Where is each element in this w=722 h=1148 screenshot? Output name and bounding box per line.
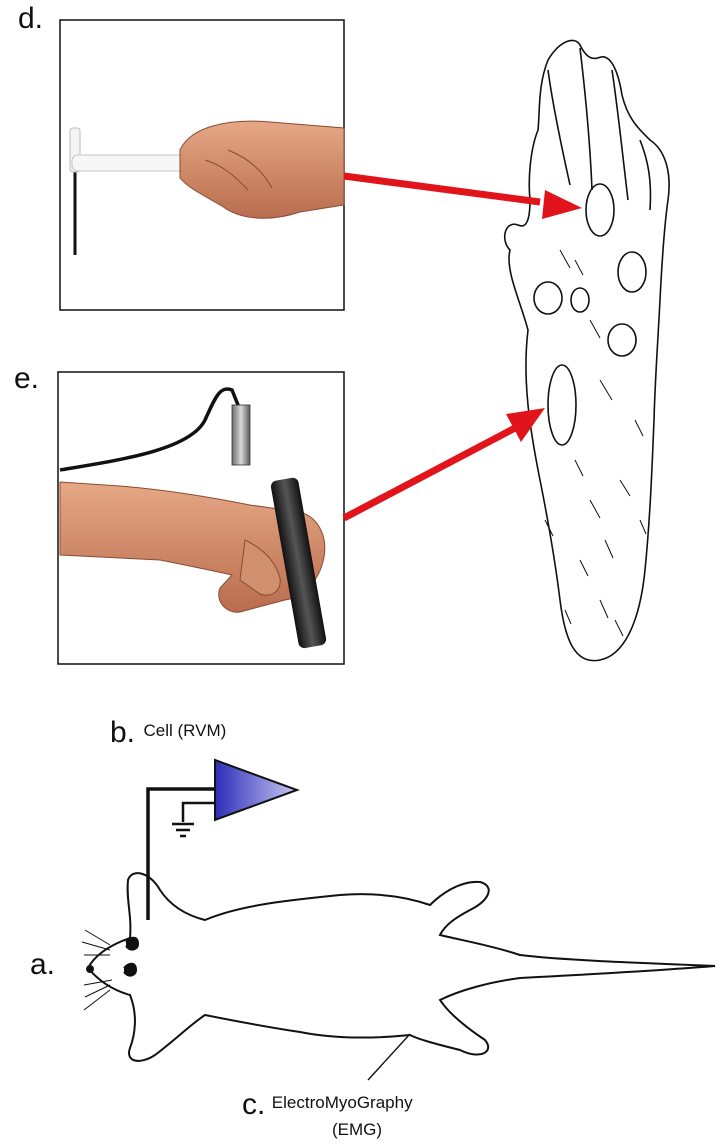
rat-drawing xyxy=(82,873,715,1080)
panel-e-label: e. xyxy=(14,362,39,396)
ground-icon xyxy=(172,824,194,836)
arrow-d-to-paw xyxy=(344,176,582,219)
cell-rvm-text: Cell (RVM) xyxy=(143,721,226,740)
panel-b-label: b. xyxy=(110,716,135,749)
hindpaw-drawing xyxy=(505,40,669,660)
von-frey-photo xyxy=(60,20,344,310)
emg-text-line1: ElectroMyoGraphy xyxy=(272,1093,413,1112)
electrode-circuit xyxy=(148,760,297,920)
amplifier-icon xyxy=(215,760,297,820)
panel-b-caption: b. Cell (RVM) xyxy=(110,716,226,750)
panel-c-label: c. xyxy=(242,1088,265,1121)
panel-c-caption: c. ElectroMyoGraphy xyxy=(242,1088,413,1122)
arrow-e-to-paw xyxy=(344,408,545,518)
panel-d-label: d. xyxy=(18,2,43,36)
panel-a-label: a. xyxy=(30,948,55,982)
emg-text-line2: (EMG) xyxy=(332,1120,382,1140)
probe-photo xyxy=(58,372,344,664)
